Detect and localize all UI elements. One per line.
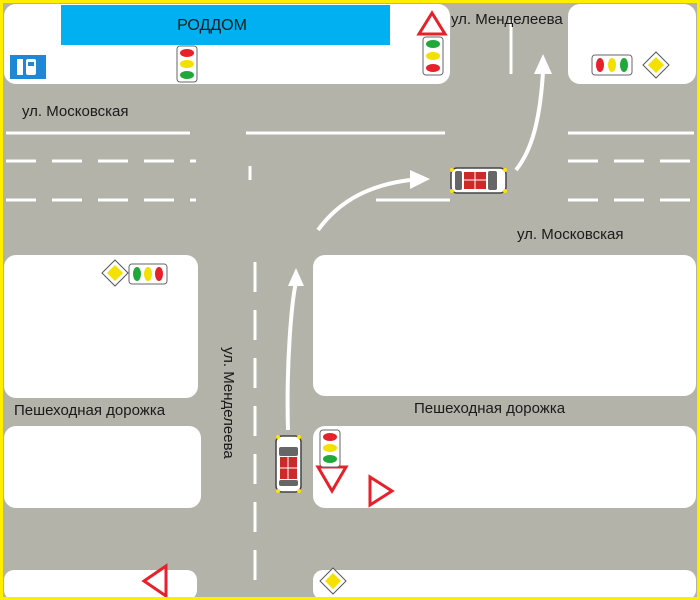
priority-road-diamond-icon bbox=[107, 265, 123, 281]
yield-triangle-icon bbox=[141, 563, 168, 599]
traffic-light-top-left bbox=[176, 45, 198, 83]
footpath-label-left: Пешеходная дорожка bbox=[14, 402, 166, 419]
priority-sign-bottom bbox=[319, 567, 347, 595]
route-arrow-icon bbox=[285, 281, 298, 431]
priority-road-diamond-icon bbox=[648, 57, 664, 73]
priority-sign-middle-left bbox=[101, 259, 129, 287]
street-label-moskovskaya-left: ул. Московская bbox=[22, 103, 129, 120]
block-middle-left bbox=[4, 255, 198, 398]
block-lower-left bbox=[4, 426, 201, 508]
block-bottom-left bbox=[4, 570, 197, 600]
block-lower-right bbox=[313, 426, 696, 508]
block-bottom-right bbox=[313, 570, 696, 600]
street-label-moskovskaya-right: ул. Московская bbox=[517, 226, 624, 243]
yield-sign-bottom bbox=[141, 563, 168, 599]
maternity-hospital-label: РОДДОМ bbox=[177, 17, 247, 34]
block-middle-right bbox=[313, 255, 696, 396]
lane-markings bbox=[6, 20, 694, 600]
parking-sign bbox=[10, 55, 46, 79]
car-eastbound bbox=[450, 167, 507, 194]
yield-sign-right bbox=[368, 474, 395, 508]
route-arrow-icon bbox=[316, 178, 411, 232]
maternity-hospital-bar bbox=[61, 5, 390, 45]
traffic-light-top-center bbox=[422, 36, 444, 76]
footpath-label-right: Пешеходная дорожка bbox=[414, 400, 566, 417]
route-arrow-icon bbox=[514, 71, 545, 172]
priority-sign-top-right bbox=[642, 51, 670, 79]
car-northbound bbox=[275, 435, 302, 493]
priority-road-diamond-icon bbox=[325, 573, 341, 589]
yield-triangle-icon bbox=[368, 474, 395, 508]
street-label-mendeleeva-vertical: ул. Менделеева bbox=[220, 347, 237, 459]
street-label-mendeleeva-top: ул. Менделеева bbox=[451, 11, 563, 28]
traffic-light-middle-left bbox=[128, 263, 168, 285]
yield-sign-top bbox=[416, 10, 448, 36]
traffic-light-top-right bbox=[591, 54, 633, 76]
yield-triangle-icon bbox=[416, 10, 448, 36]
route-arrows bbox=[285, 54, 552, 431]
traffic-light-lower bbox=[319, 429, 341, 468]
